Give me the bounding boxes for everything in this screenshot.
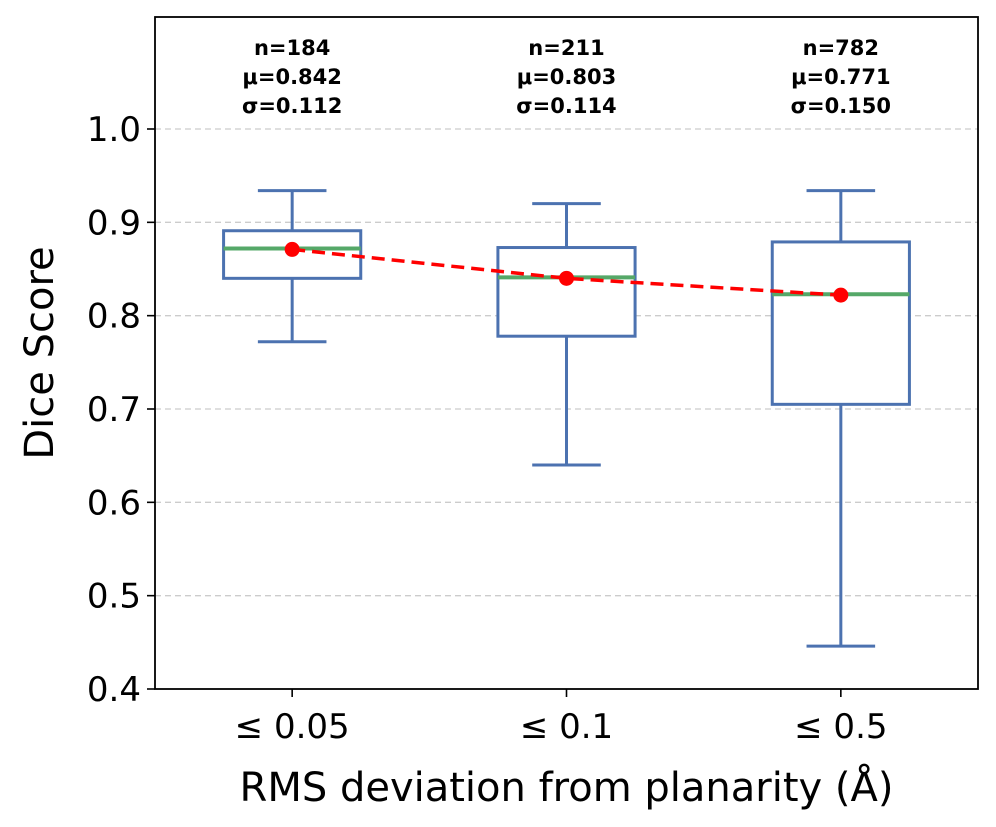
- box: [770, 240, 911, 406]
- y-tick-label: 0.4: [87, 670, 141, 710]
- x-tick-label: ≤ 0.5: [794, 707, 887, 747]
- axis-layer: 0.4 0.5 0.6 0.7 0.8 0.9 1.0 ≤ 0.05 ≤ 0.1 ≤ 0.5: [87, 110, 888, 747]
- y-axis-title: Dice Score: [17, 246, 63, 459]
- mean-marker: [284, 241, 300, 257]
- stats-annotation-line: σ=0.150: [791, 94, 891, 118]
- stats-annotation-line: μ=0.803: [517, 65, 616, 89]
- stats-annotation-line: σ=0.114: [516, 94, 616, 118]
- box-group: [770, 189, 911, 648]
- trend-layer: [284, 241, 849, 303]
- stats-annotation-line: n=184: [254, 36, 330, 60]
- stats-annotation-line: σ=0.112: [242, 94, 342, 118]
- stats-annotation-line: μ=0.771: [791, 65, 890, 89]
- box-layer: [222, 189, 911, 648]
- x-axis-title: RMS deviation from planarity (Å): [240, 763, 894, 811]
- trend-line: [291, 247, 841, 297]
- x-tick-label: ≤ 0.05: [235, 707, 350, 747]
- y-tick-label: 1.0: [87, 110, 141, 150]
- stats-annotation-line: μ=0.842: [242, 65, 341, 89]
- box-group: [496, 202, 637, 467]
- y-tick-label: 0.5: [87, 577, 141, 617]
- y-tick-label: 0.9: [87, 203, 141, 243]
- mean-marker: [559, 270, 574, 286]
- y-tick-label: 0.6: [87, 483, 141, 523]
- stats-annotation-line: n=782: [803, 36, 879, 60]
- stats-annotation-line: n=211: [528, 36, 604, 60]
- mean-marker: [833, 287, 849, 303]
- box: [496, 246, 637, 338]
- y-tick-label: 0.8: [87, 297, 141, 337]
- annotation-layer: n=184 μ=0.842 σ=0.112 n=211 μ=0.803 σ=0.114 n=…: [242, 36, 891, 118]
- box-group: [222, 189, 363, 344]
- y-tick-label: 0.7: [87, 390, 141, 430]
- x-tick-label: ≤ 0.1: [520, 707, 613, 747]
